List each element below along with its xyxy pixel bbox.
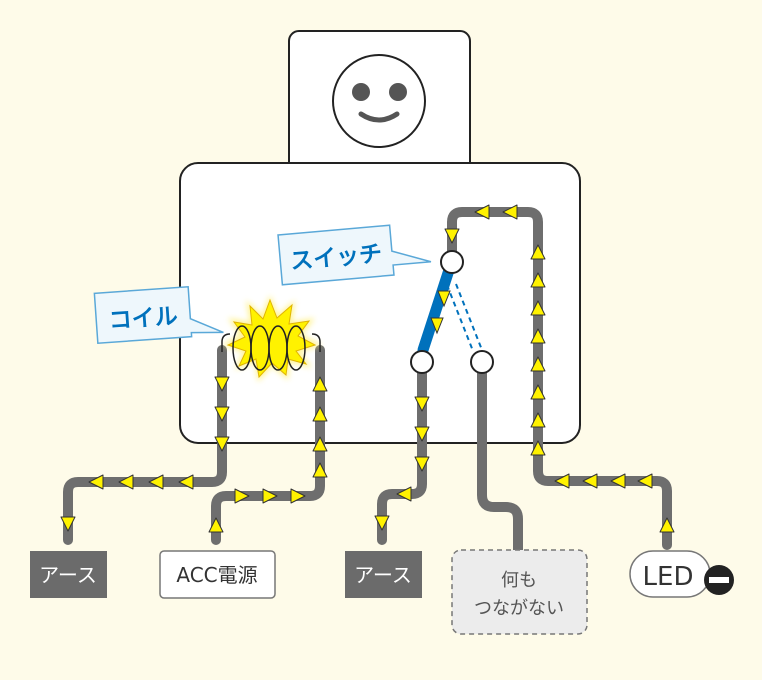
flow-arrow-up	[530, 300, 546, 316]
not-connected-label-line2: つながない	[474, 598, 564, 619]
flow-arrow-down	[414, 456, 430, 472]
not-connected-terminal: 何も つながない	[451, 549, 588, 635]
flow-arrow-up	[312, 376, 328, 392]
flow-arrow-up	[530, 384, 546, 400]
flow-arrow-up	[530, 328, 546, 344]
switch-open-contact	[470, 350, 494, 374]
earth-left-terminal: アース	[30, 551, 107, 598]
minus-circle-icon	[704, 565, 734, 595]
not-connected-label-line1: 何も	[501, 570, 537, 591]
wire-unconnected	[477, 357, 523, 555]
led-label: LED	[643, 562, 694, 592]
flow-arrow-right	[234, 488, 250, 504]
flow-arrow-up	[530, 412, 546, 428]
switch-common-contact	[440, 250, 464, 274]
earth-right-terminal: アース	[345, 551, 422, 598]
flow-arrow-down	[414, 426, 430, 442]
flow-arrow-up	[312, 406, 328, 422]
flow-arrow-right	[262, 488, 278, 504]
switch-blade	[417, 264, 455, 356]
wire-coil-left-to-earth	[63, 345, 227, 545]
flow-arrow-left	[396, 486, 412, 502]
switch-callout: スイッチ	[277, 224, 432, 286]
coil-label: コイル	[108, 304, 179, 335]
flow-arrow-up	[530, 356, 546, 372]
flow-arrow-up	[530, 244, 546, 260]
relay-body	[179, 162, 581, 444]
flow-arrow-left	[178, 474, 194, 490]
flow-arrow-left	[637, 473, 653, 489]
flow-arrow-left	[554, 473, 570, 489]
switch-open-position	[455, 283, 483, 351]
acc-power-terminal: ACC電源	[159, 550, 276, 599]
flow-arrow-left	[88, 474, 104, 490]
flow-arrow-down	[214, 406, 230, 422]
coil-spark-icon	[221, 295, 322, 382]
flow-arrow-left	[502, 204, 518, 220]
flow-arrow-left	[474, 204, 490, 220]
flow-arrow-down	[60, 516, 76, 532]
flow-arrow-left	[148, 474, 164, 490]
flow-arrow-left	[610, 473, 626, 489]
led-terminal: LED	[629, 550, 711, 598]
acc-power-label: ACC電源	[176, 563, 257, 587]
earth-right-label: アース	[354, 563, 412, 587]
wire-led-to-switch	[447, 207, 672, 550]
flow-arrow-up	[530, 272, 546, 288]
smiley-face-icon	[332, 54, 426, 148]
flow-arrow-up	[312, 436, 328, 452]
flow-arrow-down	[214, 376, 230, 392]
flow-arrow-down	[444, 228, 460, 244]
flow-arrow-left	[582, 473, 598, 489]
flow-arrow-up	[312, 462, 328, 478]
flow-arrow-up	[530, 440, 546, 456]
coil-callout: コイル	[93, 285, 224, 345]
switch-closed-contact	[410, 350, 434, 374]
flow-arrow-down	[214, 436, 230, 452]
flow-arrow-up	[659, 517, 675, 533]
flow-arrow-down	[374, 515, 390, 531]
switch-assembly	[410, 250, 494, 374]
flow-arrow-down	[414, 396, 430, 412]
flow-arrow-left	[118, 474, 134, 490]
earth-left-label: アース	[39, 563, 97, 587]
flow-arrow-up	[208, 517, 224, 533]
current-flow-arrows	[60, 204, 675, 533]
flow-arrow-right	[290, 488, 306, 504]
